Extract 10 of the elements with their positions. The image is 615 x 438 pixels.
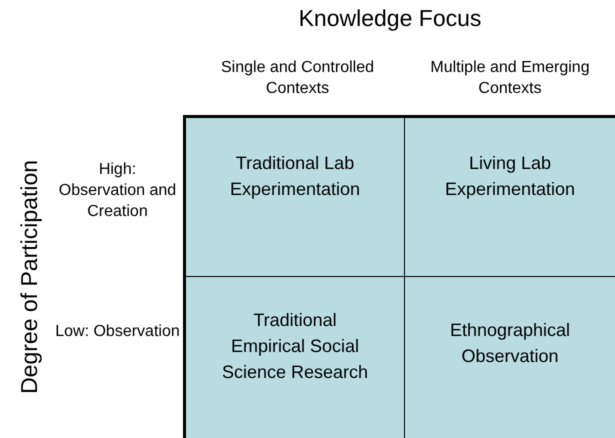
matrix-cell: Traditional Lab Experimentation <box>183 115 405 277</box>
matrix-cell: Ethnographical Observation <box>405 277 615 438</box>
column-header: Single and Controlled Contexts <box>220 58 375 99</box>
matrix-cell: Living Lab Experimentation <box>405 115 615 277</box>
row-header: High: Observation and Creation <box>58 160 178 222</box>
axis-title: Knowledge Focus <box>298 4 482 33</box>
axis-title: Degree of Participation <box>15 158 44 396</box>
row-header: Low: Observation <box>55 322 180 342</box>
matrix-cell: Traditional Empirical Social Science Research <box>183 277 405 438</box>
column-header: Multiple and Emerging Contexts <box>429 58 591 99</box>
